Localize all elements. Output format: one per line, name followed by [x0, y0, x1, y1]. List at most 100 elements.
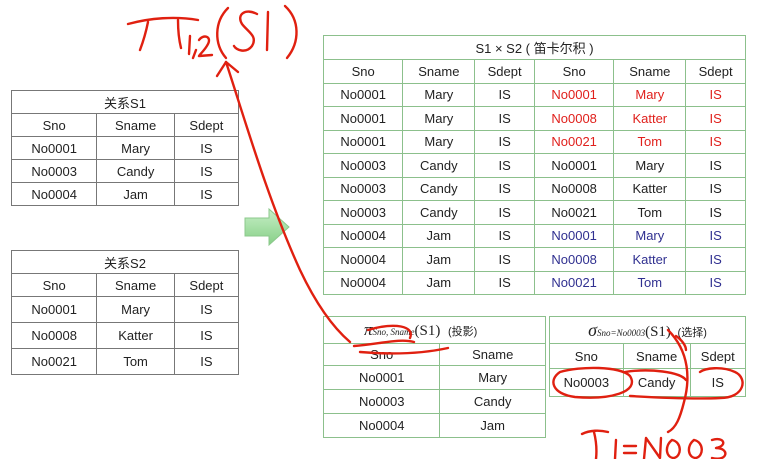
table-cell: Mary	[402, 82, 476, 107]
table-cell: No0003	[549, 368, 624, 397]
column-header: Sno	[322, 59, 404, 84]
cartesian-product-table: S1 × S2 ( 笛卡尔积 ) Sno Sname Sdept Sno Sna…	[322, 35, 746, 295]
handwritten-sigma	[580, 429, 610, 436]
table-cell: Candy	[622, 368, 691, 397]
column-header: Sdept	[173, 113, 240, 137]
table-cell: Katter	[96, 322, 175, 349]
table-cell: No0004	[322, 413, 441, 438]
sigma-symbol: σ	[588, 319, 597, 340]
table-header-row: Sno Sname Sdept	[10, 113, 240, 137]
table-cell: No0001	[10, 136, 98, 160]
table-cell: IS	[685, 153, 746, 178]
table-cell: Mary	[96, 136, 175, 160]
table-cell: No0001	[322, 106, 404, 131]
table-cell: Jam	[96, 182, 175, 206]
table-cell: IS	[474, 106, 535, 131]
table-cell: No0004	[322, 270, 404, 295]
table-cell: IS	[474, 153, 535, 178]
table-cell: IS	[474, 82, 535, 107]
table-cell: Mary	[613, 82, 687, 107]
column-header: Sno	[533, 59, 615, 84]
column-header: Sdept	[689, 343, 747, 369]
selection-subscript: Sno=No0003	[597, 327, 646, 338]
table-cell: Mary	[402, 129, 476, 154]
table-cell: Tom	[613, 129, 687, 154]
table-cell: IS	[173, 182, 240, 206]
table-cell: No0021	[533, 200, 615, 225]
column-header: Sname	[613, 59, 687, 84]
selection-caption: σSno=No0003(S1) (选择)	[549, 316, 746, 344]
table-cell: IS	[685, 176, 746, 201]
table-cell: Candy	[439, 389, 546, 414]
handwritten-digit-zero	[665, 438, 681, 459]
table-cell: IS	[685, 82, 746, 107]
selection-label: (选择)	[677, 326, 707, 339]
table-cell: IS	[474, 270, 535, 295]
table-cell: IS	[173, 136, 240, 160]
table-cell: IS	[474, 176, 535, 201]
table-cell: No0008	[533, 247, 615, 272]
column-header: Sno	[549, 343, 624, 369]
projection-argument: (S1)	[414, 323, 441, 339]
table-cell: Candy	[402, 153, 476, 178]
table-cell: No0001	[533, 223, 615, 248]
table-cell: Katter	[613, 247, 687, 272]
table-cell: No0008	[10, 322, 98, 349]
handwritten-open-paren	[216, 6, 230, 60]
column-header: Sno	[322, 343, 441, 366]
table-cell: IS	[173, 159, 240, 183]
column-header: Sdept	[474, 59, 535, 84]
table-cell: IS	[173, 348, 240, 375]
table-cell: IS	[685, 247, 746, 272]
table-cell: Candy	[96, 159, 175, 183]
table-cell: IS	[474, 200, 535, 225]
handwritten-subscript-one	[613, 438, 618, 459]
table-cell: IS	[685, 129, 746, 154]
table-cell: IS	[685, 200, 746, 225]
table-cell: IS	[685, 270, 746, 295]
relation-s2-caption: 关系S2	[11, 250, 239, 274]
table-cell: Katter	[613, 106, 687, 131]
handwritten-subscript-one	[187, 34, 192, 56]
table-cell: No0003	[322, 176, 404, 201]
table-cell: No0001	[322, 365, 441, 390]
table-cell: No0001	[322, 82, 404, 107]
table-cell: IS	[689, 368, 747, 397]
table-cell: IS	[474, 247, 535, 272]
table-header-row: Sno Sname Sdept	[10, 273, 240, 297]
relation-s1-caption: 关系S1	[11, 90, 239, 114]
table-cell: No0003	[322, 389, 441, 414]
table-cell: Jam	[402, 223, 476, 248]
table-cell: No0003	[322, 200, 404, 225]
column-header: Sname	[622, 343, 691, 369]
handwritten-pi-symbol	[126, 16, 200, 26]
table-cell: Jam	[439, 413, 546, 438]
table-cell: No0003	[322, 153, 404, 178]
handwritten-letter-s	[232, 10, 259, 52]
table-cell: No0021	[10, 348, 98, 375]
table-header-row: Sno Sname	[322, 343, 546, 366]
table-cell: No0001	[533, 153, 615, 178]
handwritten-letter-n	[642, 436, 663, 459]
table-cell: No0021	[533, 129, 615, 154]
table-cell: Mary	[613, 223, 687, 248]
handwritten-digit-zero	[687, 438, 703, 459]
handwritten-pi-leg	[138, 20, 150, 52]
handwritten-subscript-two	[197, 35, 214, 58]
